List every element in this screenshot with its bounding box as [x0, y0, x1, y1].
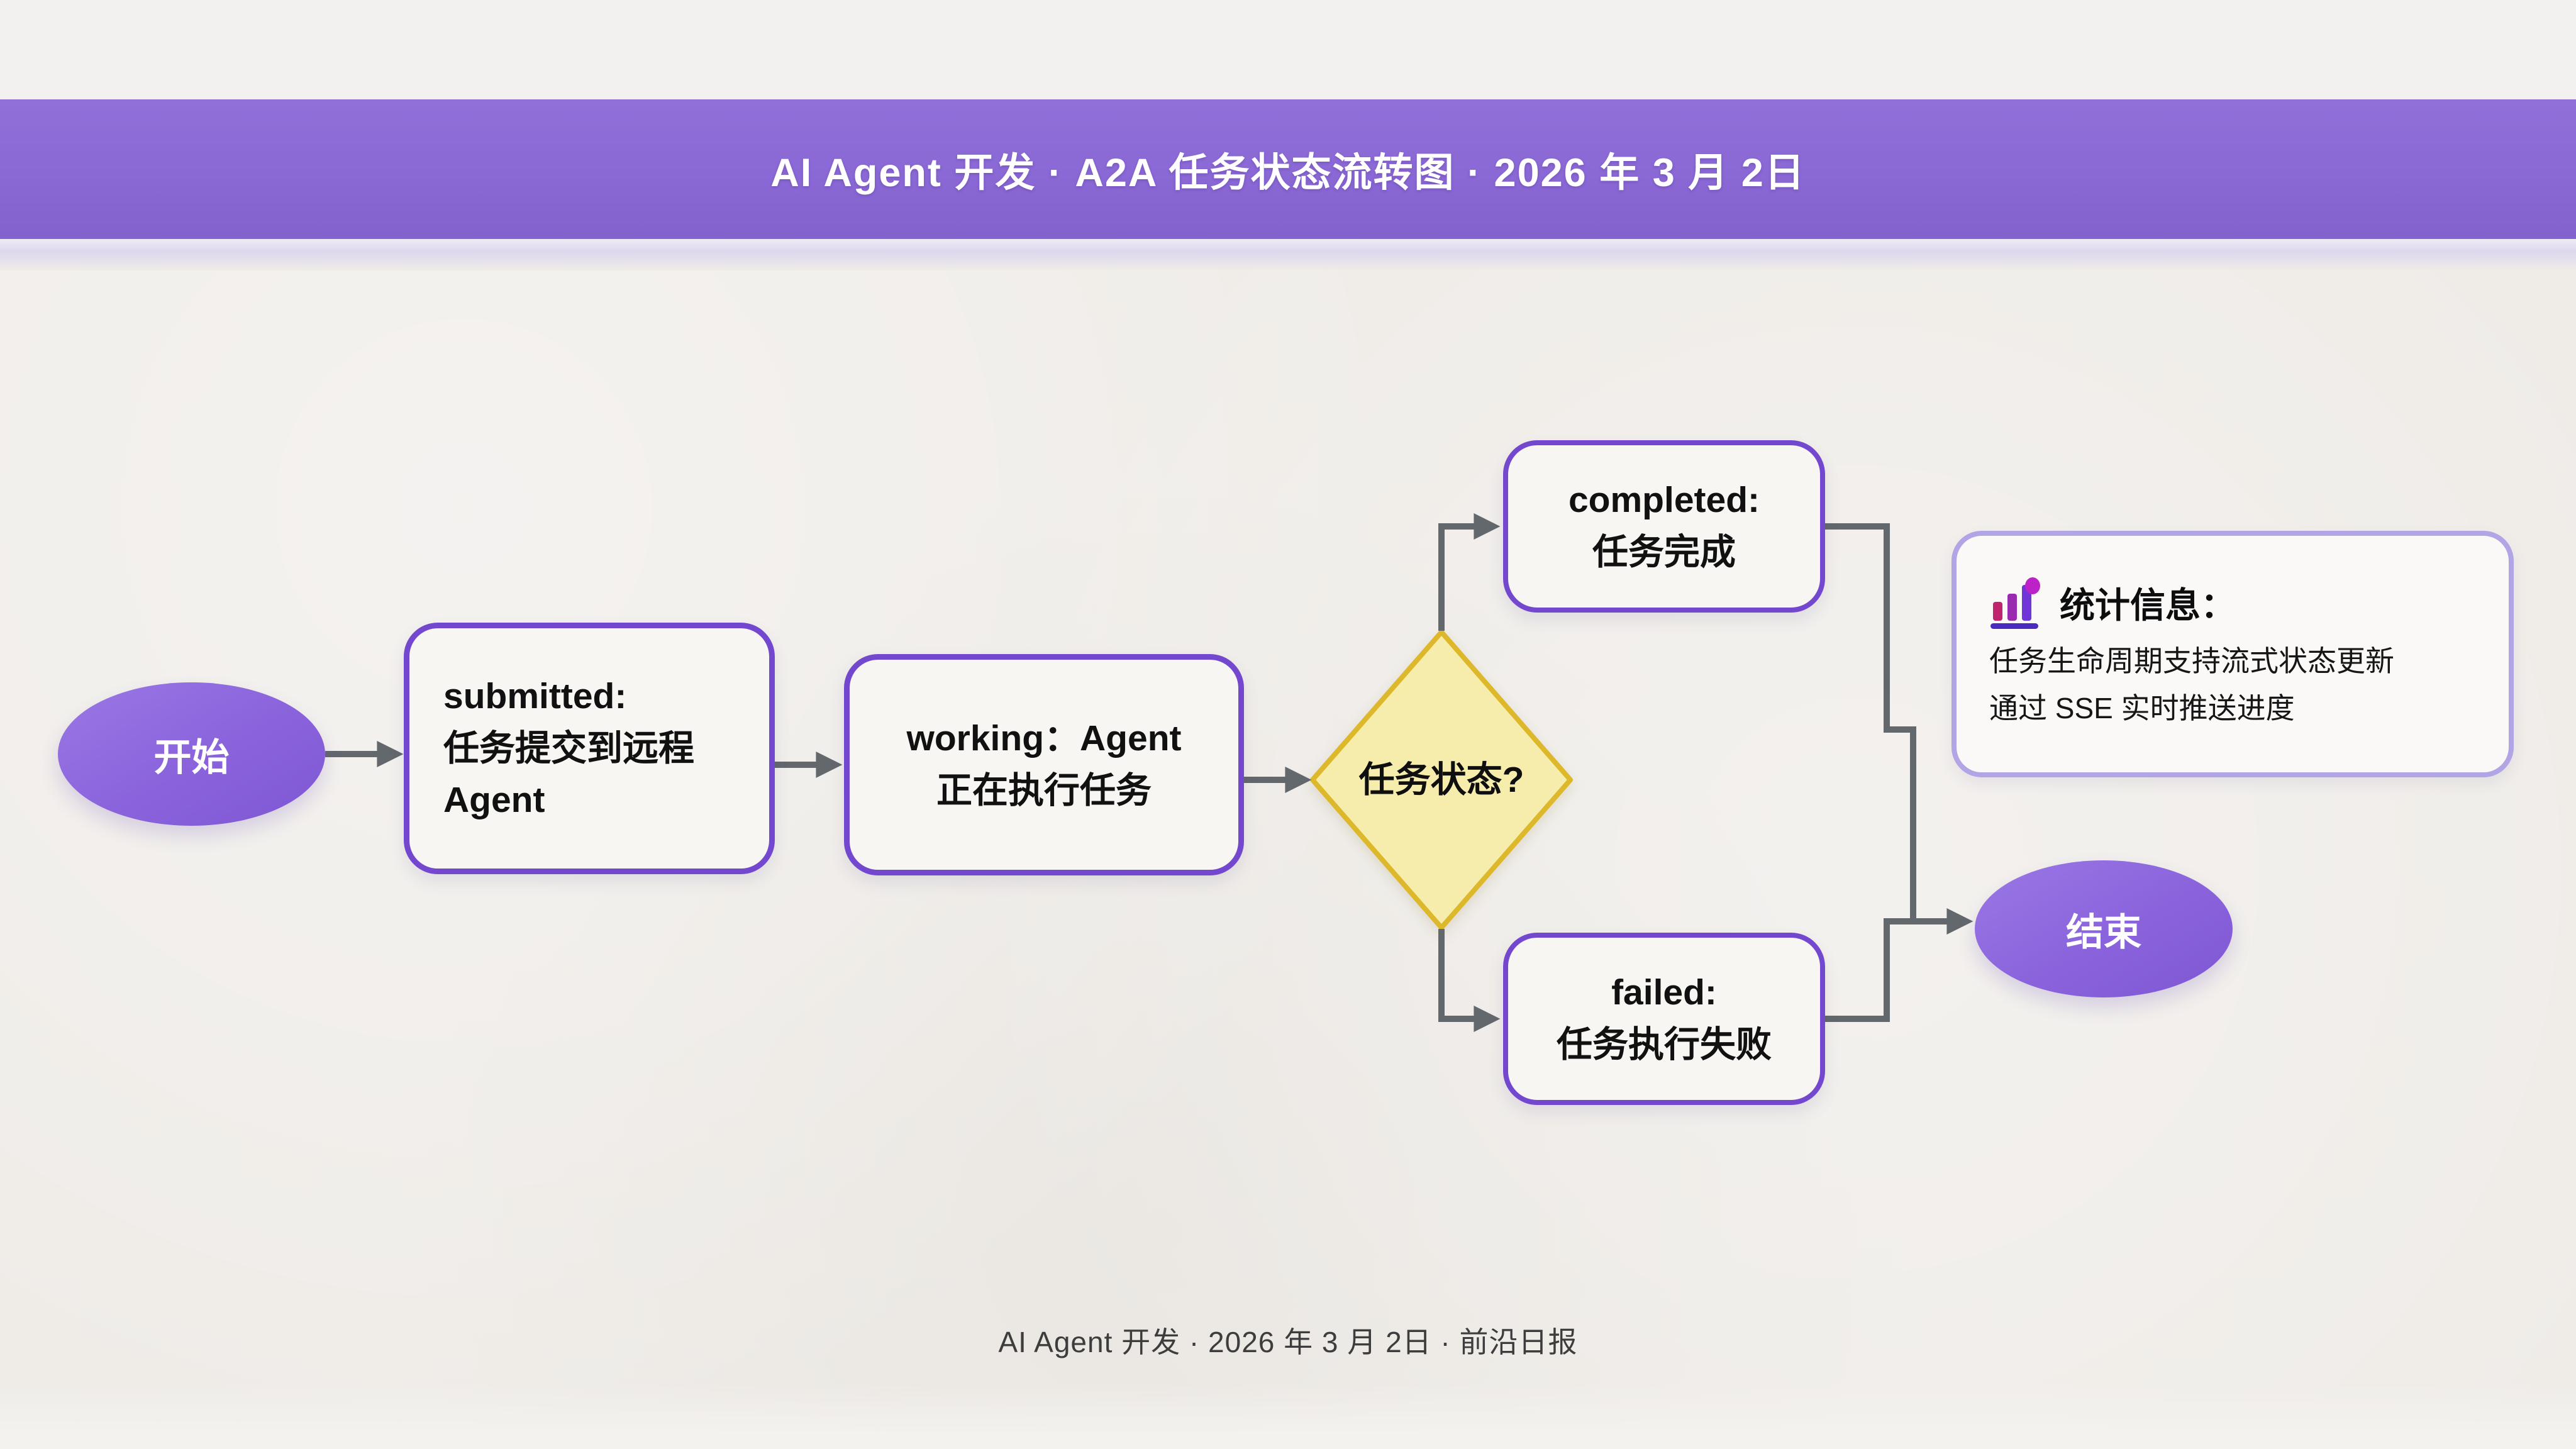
footer-caption: AI Agent 开发 · 2026 年 3 月 2日 · 前沿日报: [0, 1319, 2576, 1361]
page-title: AI Agent 开发 · A2A 任务状态流转图 · 2026 年 3 月 2…: [770, 150, 1806, 195]
end-node: 结束: [1975, 860, 2233, 997]
completed-node: completed: 任务完成: [1503, 440, 1825, 613]
arrow-decision-to-failed: [1438, 929, 1501, 1032]
stats-note-title: 统计信息：: [2060, 585, 2236, 625]
failed-node-line: 任务执行失败: [1557, 1024, 1772, 1065]
decision-diamond: [1310, 630, 1573, 930]
stats-note-line: 任务生命周期支持流式状态更新: [1989, 645, 2394, 678]
submitted-node: submitted: 任务提交到远程 Agent: [404, 623, 775, 874]
failed-node-line: failed:: [1611, 972, 1717, 1013]
header-band: AI Agent 开发 · A2A 任务状态流转图 · 2026 年 3 月 2…: [0, 99, 2576, 239]
bottom-strip: [0, 1384, 2576, 1449]
wire-failed-to-junction: [1825, 918, 1913, 1022]
submitted-node-line: 任务提交到远程: [443, 728, 694, 769]
start-node-label: 开始: [153, 736, 230, 779]
stats-note: 统计信息： 任务生命周期支持流式状态更新 通过 SSE 实时推送进度: [1951, 531, 2514, 777]
stats-note-line: 通过 SSE 实时推送进度: [1989, 692, 2295, 724]
bar-chart-icon: [1989, 576, 2042, 630]
wire-completed-to-junction: [1825, 523, 1916, 921]
decision-label: 任务状态?: [1358, 760, 1524, 800]
completed-node-line: 任务完成: [1592, 532, 1736, 572]
top-strip: [0, 0, 2576, 99]
working-node-line: 正在执行任务: [936, 770, 1152, 811]
working-node-line: working：Agent: [906, 718, 1182, 759]
completed-node-line: completed:: [1568, 480, 1760, 521]
start-node: 开始: [58, 682, 325, 826]
end-node-label: 结束: [2066, 911, 2141, 953]
working-node: working：Agent 正在执行任务: [844, 654, 1244, 875]
stats-note-header: 统计信息：: [1989, 576, 2476, 630]
arrow-decision-to-completed: [1438, 513, 1501, 631]
footer-caption-text: AI Agent 开发 · 2026 年 3 月 2日 · 前沿日报: [998, 1326, 1578, 1358]
submitted-node-line: Agent: [443, 780, 545, 821]
failed-node: failed: 任务执行失败: [1503, 933, 1825, 1105]
header-band-shadow: [0, 239, 2576, 270]
submitted-node-line: submitted:: [443, 676, 627, 717]
